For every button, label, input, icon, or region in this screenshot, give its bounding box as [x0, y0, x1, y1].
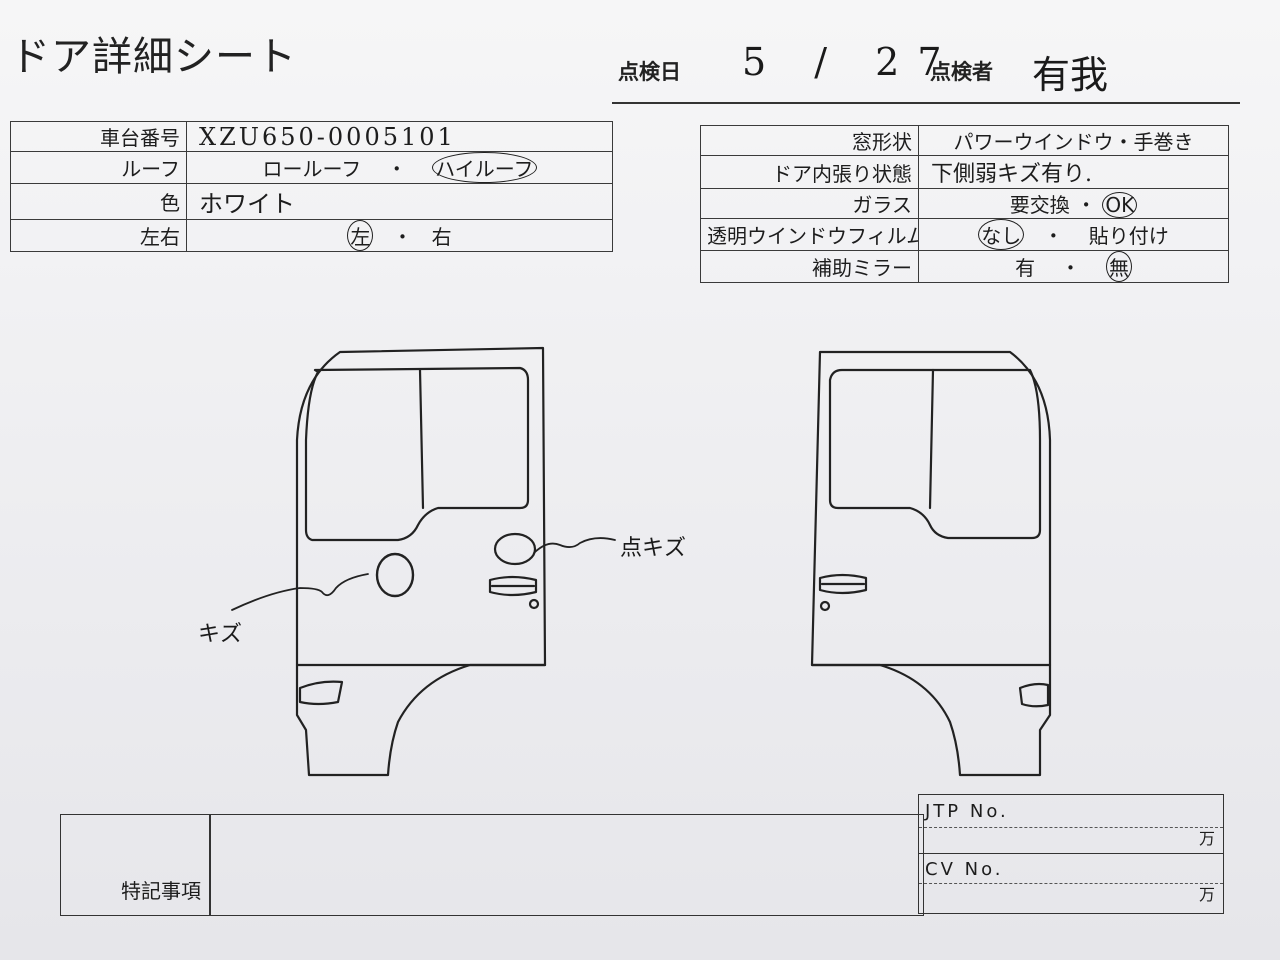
- window-film-options: なし ・ 貼り付け: [918, 218, 1229, 251]
- table-row: 色 ホワイト: [10, 183, 613, 220]
- table-row: 車台番号 XZU650-0005101: [10, 121, 613, 152]
- remarks-section: 特記事項 JTP No. 万 CV No. 万: [60, 794, 1246, 916]
- door-trim-label: ドア内張り状態: [700, 155, 919, 189]
- right-door-handle: [818, 573, 868, 595]
- window-type-value[interactable]: パワーウインドウ・手巻き: [918, 125, 1229, 156]
- glass-option-replace[interactable]: 要交換: [1009, 193, 1070, 217]
- side-option-left[interactable]: 左: [347, 220, 374, 251]
- left-door-note-leader: [231, 573, 369, 611]
- door-condition-table: 窓形状 パワーウインドウ・手巻き ドア内張り状態 下側弱キズ有り. ガラス 要交…: [700, 125, 1229, 283]
- left-door-lock: [528, 598, 540, 610]
- aux-mirror-label: 補助ミラー: [700, 250, 919, 283]
- jtp-number-label: JTP No.: [925, 801, 1009, 822]
- glass-separator: ・: [1076, 193, 1097, 217]
- glass-options: 要交換 ・ OK: [918, 188, 1229, 219]
- jtp-cv-divider: [919, 853, 1223, 855]
- side-option-right[interactable]: 右: [431, 225, 452, 249]
- right-door-reflector: [1018, 682, 1050, 708]
- cv-number-label: CV No.: [925, 859, 1004, 880]
- glass-label: ガラス: [700, 188, 919, 219]
- chassis-number-label: 車台番号: [10, 121, 187, 152]
- left-door-damage-circle: [375, 552, 415, 598]
- jtp-unit: 万: [1198, 829, 1215, 848]
- vehicle-info-table: 車台番号 XZU650-0005101 ルーフ ロールーフ ・ ハイルーフ 色 …: [10, 121, 613, 252]
- remarks-divider: [209, 815, 211, 915]
- right-door-damage-note: 点キズ: [620, 536, 687, 561]
- color-value[interactable]: ホワイト: [186, 183, 613, 220]
- window-type-label: 窓形状: [700, 125, 919, 156]
- side-label: 左右: [10, 219, 187, 252]
- left-door-outline: [295, 346, 547, 777]
- film-separator: ・: [1043, 224, 1064, 248]
- table-row: ルーフ ロールーフ ・ ハイルーフ: [10, 151, 613, 184]
- number-fields: JTP No. 万 CV No. 万: [918, 794, 1224, 914]
- inspector-value[interactable]: 有我: [1032, 53, 1109, 97]
- right-door-outline: [810, 350, 1052, 777]
- aux-mirror-options: 有 ・ 無: [918, 250, 1229, 283]
- inspection-date-value[interactable]: 5 / 27: [742, 40, 960, 84]
- table-row: 窓形状 パワーウインドウ・手巻き: [700, 125, 1229, 156]
- glass-option-ok[interactable]: OK: [1102, 192, 1138, 218]
- inspection-header: 点検日 5 / 27 点検者 有我: [612, 40, 1240, 104]
- table-row: 左右 左 ・ 右: [10, 219, 613, 252]
- right-door-damage-circle: [493, 532, 537, 566]
- film-option-none[interactable]: なし: [978, 219, 1025, 250]
- table-row: ドア内張り状態 下側弱キズ有り.: [700, 155, 1229, 189]
- remarks-label: 特記事項: [121, 879, 201, 903]
- chassis-number-value[interactable]: XZU650-0005101: [186, 121, 613, 152]
- right-door-diagram: [810, 350, 1052, 777]
- roof-option-high[interactable]: ハイルーフ: [432, 152, 537, 183]
- left-door-diagram: [231, 346, 547, 777]
- roof-option-low[interactable]: ロールーフ: [262, 157, 362, 181]
- color-label: 色: [10, 183, 187, 220]
- page-title: ドア詳細シート: [10, 34, 297, 80]
- right-door-window-divider: [928, 368, 935, 510]
- left-door-damage-note: キズ: [198, 622, 243, 647]
- side-separator: ・: [392, 225, 413, 249]
- window-film-label: 透明ウインドウフィルム: [700, 218, 919, 251]
- left-door-window: [304, 366, 530, 542]
- inspector-label: 点検者: [930, 60, 993, 84]
- film-option-applied[interactable]: 貼り付け: [1088, 224, 1169, 248]
- cv-line: [919, 883, 1223, 885]
- remarks-box[interactable]: 特記事項: [60, 814, 924, 916]
- mirror-option-yes[interactable]: 有: [1015, 256, 1036, 280]
- table-row: ガラス 要交換 ・ OK: [700, 188, 1229, 219]
- right-door-window: [828, 368, 1042, 540]
- inspection-date-label: 点検日: [618, 60, 681, 84]
- table-row: 補助ミラー 有 ・ 無: [700, 250, 1229, 283]
- mirror-option-no[interactable]: 無: [1105, 251, 1132, 282]
- right-door-lock: [819, 600, 831, 612]
- jtp-line: [919, 827, 1223, 829]
- roof-options: ロールーフ ・ ハイルーフ: [186, 151, 613, 184]
- right-note-leader: [534, 537, 616, 553]
- table-row: 透明ウインドウフィルム なし ・ 貼り付け: [700, 218, 1229, 251]
- left-door-window-divider: [418, 368, 425, 510]
- left-door-handle: [488, 575, 538, 597]
- roof-separator: ・: [386, 157, 407, 181]
- mirror-separator: ・: [1060, 256, 1081, 280]
- left-door-reflector: [298, 680, 344, 706]
- door-trim-value[interactable]: 下側弱キズ有り.: [918, 155, 1229, 189]
- cv-unit: 万: [1198, 885, 1215, 904]
- roof-label: ルーフ: [10, 151, 187, 184]
- door-diagrams: [231, 346, 1052, 777]
- side-options: 左 ・ 右: [186, 219, 613, 252]
